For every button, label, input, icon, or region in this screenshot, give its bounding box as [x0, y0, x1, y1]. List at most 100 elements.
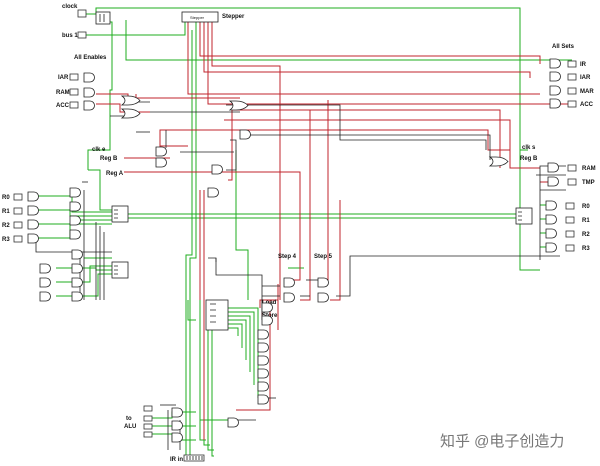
reg-a-label: Reg A — [106, 171, 124, 177]
and-gate-5 — [207, 187, 219, 198]
input-r0[interactable]: R0 — [2, 187, 81, 202]
output-r0-label: R0 — [582, 204, 590, 210]
set-tmp-output[interactable]: TMP — [547, 176, 595, 187]
and-gate-4 — [211, 164, 223, 175]
lower-left-gates — [39, 249, 83, 302]
load-and-gate — [261, 302, 273, 313]
input-r1[interactable]: R1 — [2, 201, 81, 216]
set-ir-label: IR — [580, 62, 587, 68]
output-r2[interactable]: R2 — [545, 228, 590, 239]
reg-b-left-label: Reg B — [100, 156, 118, 162]
step5-and-gate-1 — [317, 277, 329, 288]
alu-pin-4[interactable] — [143, 431, 153, 438]
set-ir-and-gate — [549, 58, 561, 69]
or-gate-1 — [120, 95, 141, 106]
step4-label: Step 4 — [278, 254, 297, 260]
bus1-input[interactable]: bus 1 — [62, 31, 87, 39]
wires-green — [36, 7, 572, 457]
input-r2[interactable]: R2 — [2, 215, 81, 230]
set-acc-output[interactable]: ACC — [549, 98, 594, 109]
clk-e-label: clk e — [92, 147, 106, 153]
step5-and-gate-2 — [317, 292, 329, 303]
enable-ram-label: RAM — [56, 90, 70, 96]
wires-black — [28, 101, 566, 450]
set-iar-label: IAR — [580, 75, 591, 81]
to-alu-label-line1: to — [126, 416, 132, 422]
watermark-text: 知乎 @电子创造力 — [440, 433, 564, 450]
set-acc-label: ACC — [580, 102, 594, 108]
decoder-lower — [111, 261, 129, 279]
alu-pin-2[interactable] — [143, 415, 153, 422]
set-ir-output[interactable]: IR — [549, 58, 587, 69]
clock-label: clock — [62, 4, 78, 10]
ll-and-gate-7 — [39, 291, 51, 302]
ir-in-input[interactable]: IR in — [170, 454, 205, 463]
op-and-gate-4 — [257, 342, 269, 353]
op-and-gate-3 — [257, 329, 269, 340]
step5-label: Step 5 — [314, 254, 333, 260]
alu-outputs — [143, 405, 239, 443]
out-r0-and-gate — [545, 200, 557, 211]
output-r0[interactable]: R0 — [545, 200, 590, 211]
op-and-gate-5 — [257, 355, 269, 366]
set-mar-and-gate — [549, 85, 561, 96]
wires-red — [96, 20, 572, 440]
and-gate-2 — [155, 146, 167, 157]
stepper-label: Stepper — [222, 14, 245, 20]
to-alu-label-line2: ALU — [124, 424, 136, 430]
and-gate-3 — [155, 157, 167, 168]
out-r2-and-gate — [545, 228, 557, 239]
input-r1-label: R1 — [2, 209, 10, 215]
ll-and-gate-1 — [71, 249, 83, 260]
op-and-gate-6 — [257, 368, 269, 379]
ll-and-gate-5 — [39, 263, 51, 274]
store-and-gate — [261, 315, 273, 326]
ll-and-gate-4 — [71, 291, 83, 302]
alu-and-gate-3 — [171, 432, 183, 443]
set-tmp-and-gate — [547, 176, 559, 187]
r3-and-gate-a — [27, 233, 39, 244]
all-sets-title: All Sets — [552, 44, 575, 50]
r1-and-gate-b — [69, 201, 81, 212]
opcode-gates — [257, 302, 273, 405]
set-iar-and-gate — [549, 71, 561, 82]
enable-acc-label: ACC — [56, 103, 70, 109]
op-and-gate-8 — [257, 394, 269, 405]
enable-acc-output[interactable]: ACC — [56, 100, 95, 111]
decoder-gates-upper — [120, 95, 509, 198]
stepper-component: Stepper Stepper — [181, 11, 245, 23]
output-r3[interactable]: R3 — [545, 242, 590, 253]
input-r3-label: R3 — [2, 237, 10, 243]
alu-pin-1[interactable] — [143, 405, 153, 412]
r3-and-gate-b — [69, 229, 81, 240]
enable-iar-output[interactable]: IAR — [58, 72, 95, 83]
set-acc-and-gate — [549, 98, 561, 109]
set-ram-output[interactable]: RAM — [547, 162, 596, 173]
clock-input[interactable]: clock — [62, 4, 87, 18]
set-ram-and-gate — [547, 162, 559, 173]
r2-and-gate-a — [27, 219, 39, 230]
r0-and-gate-b — [69, 187, 81, 198]
output-r1[interactable]: R1 — [545, 214, 590, 225]
op-and-gate-7 — [257, 381, 269, 392]
ll-and-gate-3 — [71, 277, 83, 288]
right-register-outputs: R0 R1 R2 R3 — [545, 200, 590, 253]
bus1-label: bus 1 — [62, 33, 78, 39]
alu-and-gate-1 — [171, 407, 183, 418]
set-iar-output[interactable]: IAR — [549, 71, 591, 82]
reg-b-right-label: Reg B — [520, 156, 538, 162]
alu-pin-3[interactable] — [143, 423, 153, 430]
set-tmp-label: TMP — [582, 180, 595, 186]
input-r3[interactable]: R3 — [2, 229, 81, 244]
ll-and-gate-2 — [71, 263, 83, 274]
enable-acc-and-gate — [83, 100, 95, 111]
enable-ram-output[interactable]: RAM — [56, 87, 95, 98]
clk-s-label: clk s — [522, 145, 536, 151]
set-ram-label: RAM — [582, 166, 596, 172]
left-register-inputs: R0 R1 R2 R3 — [2, 187, 81, 244]
all-enables-title: All Enables — [74, 55, 107, 61]
r2-and-gate-b — [69, 215, 81, 226]
r0-and-gate-a — [27, 191, 39, 202]
set-mar-output[interactable]: MAR — [549, 85, 594, 96]
